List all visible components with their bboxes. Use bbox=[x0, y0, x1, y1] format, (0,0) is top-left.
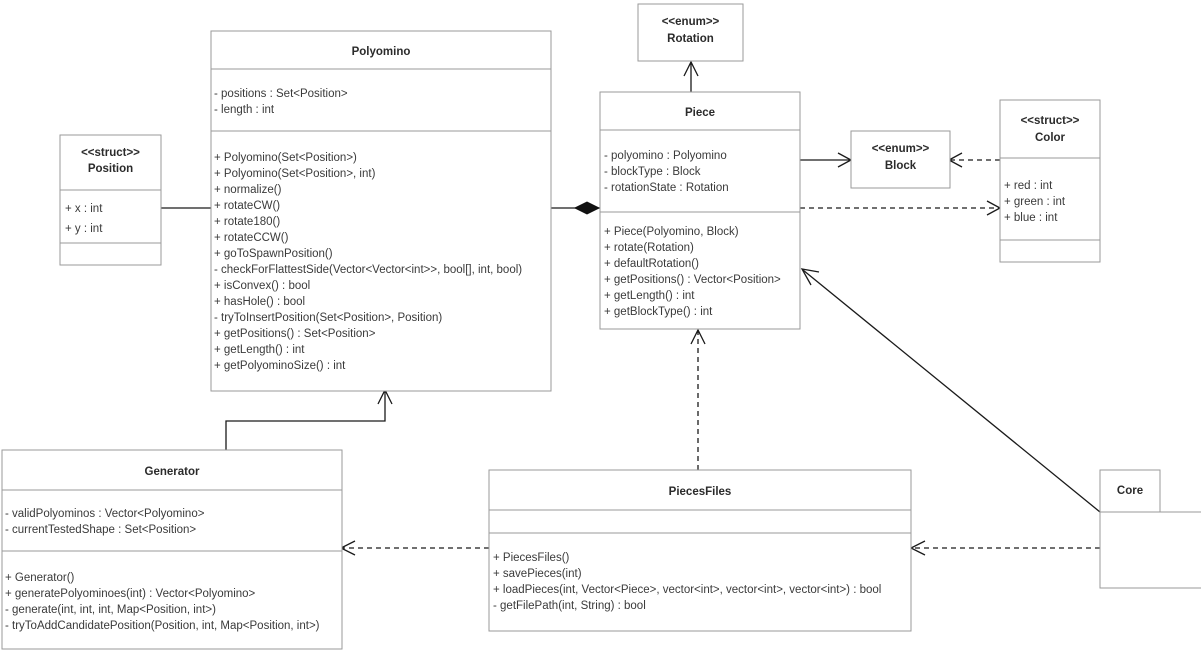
class-member: + savePieces(int) bbox=[493, 568, 582, 580]
class-member: + rotate180() bbox=[214, 216, 280, 228]
class-box-block[interactable]: <<enum>> Block bbox=[850, 130, 951, 189]
class-member: - length : int bbox=[214, 104, 275, 116]
edge-piece-color[interactable] bbox=[800, 200, 1002, 216]
class-member: + rotate(Rotation) bbox=[604, 242, 694, 254]
class-title-generator: Generator bbox=[145, 466, 200, 478]
edge-color-block[interactable] bbox=[947, 152, 1000, 168]
class-member: - generate(int, int, int, Map<Position, … bbox=[5, 604, 216, 616]
class-member: + getPositions() : Vector<Position> bbox=[604, 274, 781, 286]
class-member: + getPolyominoSize() : int bbox=[214, 360, 346, 372]
class-member: + goToSpawnPosition() bbox=[214, 248, 333, 260]
class-title-rotation: Rotation bbox=[667, 33, 714, 45]
class-member: + rotateCCW() bbox=[214, 232, 289, 244]
class-member: - currentTestedShape : Set<Position> bbox=[5, 524, 196, 536]
class-box-piecesfiles[interactable]: PiecesFiles + PiecesFiles() + savePieces… bbox=[488, 469, 912, 632]
class-title-rotation-stereotype: <<enum>> bbox=[662, 16, 720, 28]
edge-piece-rotation[interactable] bbox=[683, 60, 699, 92]
class-member: + Piece(Polyomino, Block) bbox=[604, 226, 739, 238]
class-member: + hasHole() : bool bbox=[214, 296, 305, 308]
class-member: - positions : Set<Position> bbox=[214, 88, 348, 100]
class-member: + red : int bbox=[1004, 180, 1053, 192]
edge-piecesfiles-generator[interactable] bbox=[339, 540, 489, 556]
class-member: + PiecesFiles() bbox=[493, 552, 570, 564]
class-member: + x : int bbox=[65, 203, 103, 215]
class-member: + getBlockType() : int bbox=[604, 306, 713, 318]
class-title-color: Color bbox=[1035, 132, 1066, 144]
class-member: + defaultRotation() bbox=[604, 258, 699, 270]
class-member: + rotateCW() bbox=[214, 200, 280, 212]
class-member: - checkForFlattestSide(Vector<Vector<int… bbox=[214, 264, 522, 276]
class-title-block-stereotype: <<enum>> bbox=[872, 143, 930, 155]
class-box-color[interactable]: <<struct>> Color + red : int + green : i… bbox=[999, 99, 1101, 263]
class-member: - polyomino : Polyomino bbox=[604, 150, 727, 162]
class-member: - tryToInsertPosition(Set<Position>, Pos… bbox=[214, 312, 442, 324]
class-member: + Polyomino(Set<Position>, int) bbox=[214, 168, 376, 180]
class-member: + y : int bbox=[65, 223, 103, 235]
edge-core-piece[interactable] bbox=[800, 268, 1101, 513]
class-box-rotation[interactable]: <<enum>> Rotation bbox=[637, 3, 744, 62]
class-member: + getLength() : int bbox=[214, 344, 305, 356]
class-title-piecesfiles: PiecesFiles bbox=[669, 486, 732, 498]
class-member: + generatePolyominoes(int) : Vector<Poly… bbox=[5, 588, 256, 600]
class-member: - blockType : Block bbox=[604, 166, 701, 178]
edge-core-piecesfiles[interactable] bbox=[909, 540, 1100, 556]
edge-generator-polyomino[interactable] bbox=[225, 388, 393, 450]
class-member: - tryToAddCandidatePosition(Position, in… bbox=[5, 620, 320, 632]
class-member: + blue : int bbox=[1004, 212, 1058, 224]
class-member: + Generator() bbox=[5, 572, 75, 584]
package-box-core[interactable]: Core bbox=[1099, 469, 1201, 589]
class-member: - rotationState : Rotation bbox=[604, 182, 729, 194]
class-member: + getPositions() : Set<Position> bbox=[214, 328, 376, 340]
edge-piece-polyomino[interactable] bbox=[551, 201, 601, 215]
class-member: - getFilePath(int, String) : bool bbox=[493, 600, 646, 612]
edge-piece-block[interactable] bbox=[800, 152, 853, 168]
class-title-polyomino: Polyomino bbox=[352, 46, 411, 58]
class-member: + green : int bbox=[1004, 196, 1066, 208]
edge-piecesfiles-piece[interactable] bbox=[690, 328, 706, 470]
class-title-piece: Piece bbox=[685, 107, 715, 119]
class-box-piece[interactable]: Piece - polyomino : Polyomino - blockTyp… bbox=[599, 91, 801, 330]
class-member: + isConvex() : bool bbox=[214, 280, 310, 292]
class-title-block: Block bbox=[885, 160, 917, 172]
class-title-position: Position bbox=[88, 163, 133, 175]
class-member: + Polyomino(Set<Position>) bbox=[214, 152, 357, 164]
class-member: - validPolyominos : Vector<Polyomino> bbox=[5, 508, 205, 520]
class-member: + getLength() : int bbox=[604, 290, 695, 302]
class-title-position-stereotype: <<struct>> bbox=[81, 147, 140, 159]
class-member: + normalize() bbox=[214, 184, 282, 196]
class-member: + loadPieces(int, Vector<Piece>, vector<… bbox=[493, 584, 881, 596]
package-title-core: Core bbox=[1117, 485, 1143, 497]
class-box-position[interactable]: <<struct>> Position + x : int + y : int bbox=[59, 134, 162, 266]
class-title-color-stereotype: <<struct>> bbox=[1021, 115, 1080, 127]
class-box-polyomino[interactable]: Polyomino - positions : Set<Position> - … bbox=[210, 30, 552, 392]
class-box-generator[interactable]: Generator - validPolyominos : Vector<Pol… bbox=[1, 449, 343, 650]
